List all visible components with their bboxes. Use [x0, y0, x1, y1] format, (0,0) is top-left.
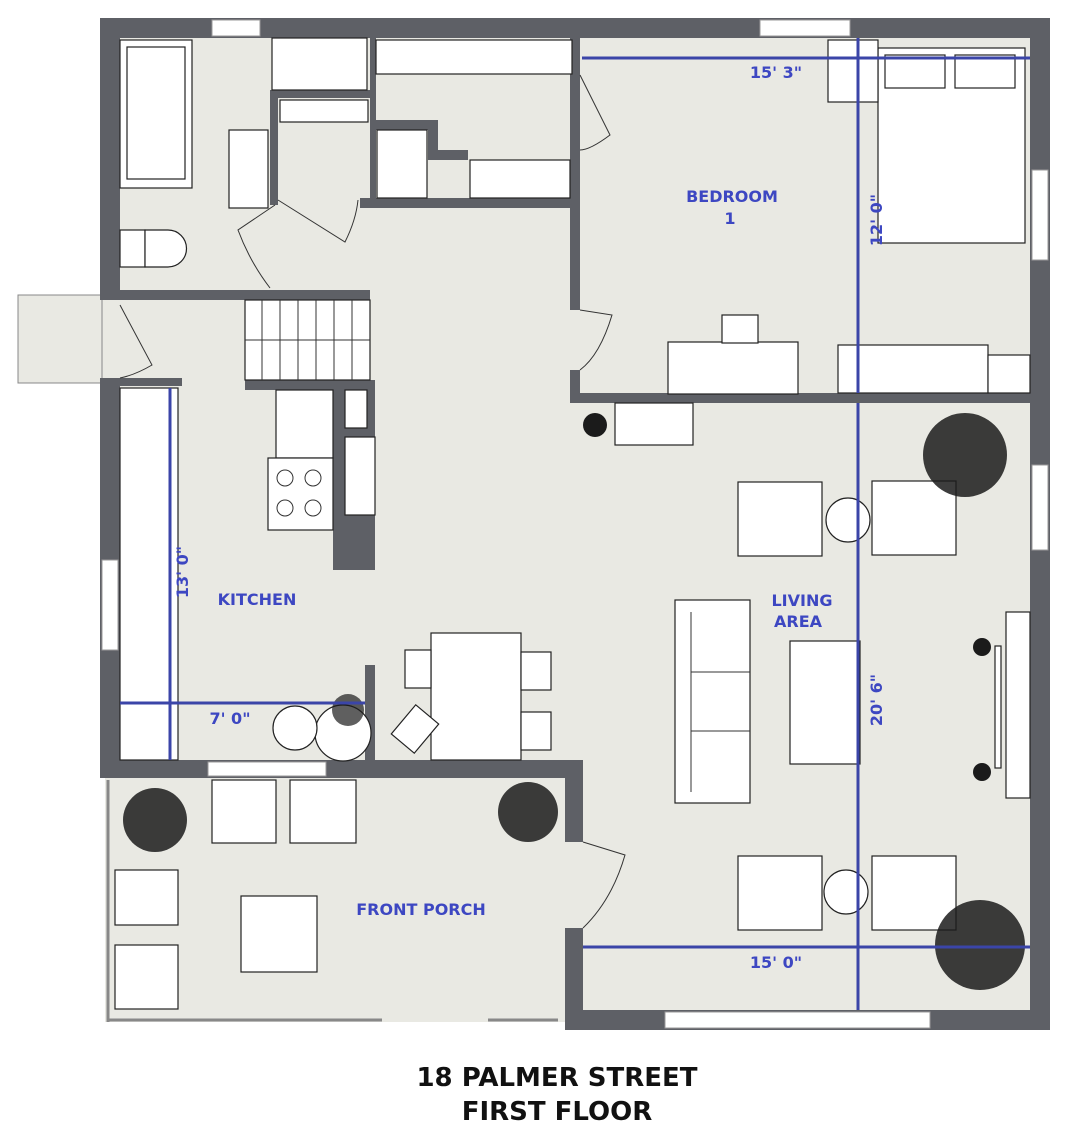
pillow	[884, 54, 946, 89]
dimension-lines	[120, 38, 1030, 1010]
dimension-kitchen-width: 7' 0"	[209, 709, 250, 728]
cabinet	[344, 436, 376, 516]
porch-chair	[114, 944, 179, 1010]
kitchen-label: KITCHEN	[218, 590, 297, 609]
dimension-kitchen-length: 13' 0"	[173, 546, 192, 598]
entry-step	[17, 294, 103, 384]
plan-subtitle: FIRST FLOOR	[462, 1097, 653, 1127]
fridge	[275, 389, 334, 459]
window	[207, 761, 327, 777]
stove	[267, 457, 334, 531]
armchair	[871, 855, 957, 931]
plants	[123, 413, 1025, 990]
bedroom-number: 1	[724, 209, 735, 228]
cabinet	[987, 354, 1031, 394]
stove-burners	[276, 469, 322, 517]
armchair	[737, 481, 823, 557]
sofa	[674, 599, 751, 804]
desk	[667, 341, 799, 395]
window	[211, 19, 261, 37]
closet-shelf	[376, 129, 428, 199]
dining-chair	[390, 703, 440, 755]
porch-table	[240, 895, 318, 973]
armchair	[871, 480, 957, 556]
porch-chair	[289, 779, 357, 844]
coffee-table	[789, 640, 861, 765]
plant-icon	[583, 413, 607, 437]
staircase	[244, 299, 371, 381]
side-table	[614, 402, 694, 446]
closet-rack	[469, 159, 571, 199]
dimension-bedroom-depth: 12' 0"	[867, 194, 886, 246]
dimension-bedroom-width: 15' 3"	[750, 63, 802, 82]
living-label: LIVING	[771, 591, 832, 610]
closet-rack	[375, 39, 573, 75]
dining-table	[430, 632, 522, 761]
porch-chair	[211, 779, 277, 844]
succulent-plant	[272, 705, 318, 751]
window	[1031, 464, 1049, 551]
toilet-tank	[119, 229, 146, 268]
plant-icon	[935, 900, 1025, 990]
round-side-table	[825, 497, 871, 543]
window	[101, 559, 119, 651]
porch-label: FRONT PORCH	[356, 900, 486, 919]
pillow	[954, 54, 1016, 89]
window	[1031, 169, 1049, 261]
hearth	[994, 645, 1002, 769]
porch-chair	[114, 869, 179, 926]
living-label-2: AREA	[774, 612, 823, 631]
bathtub-basin	[126, 46, 186, 180]
dresser	[837, 344, 989, 394]
sink	[228, 129, 269, 209]
fireplace	[1005, 611, 1031, 799]
dimension-living-length: 20' 6"	[867, 674, 886, 726]
nightstand	[827, 39, 879, 103]
desk-chair	[721, 314, 759, 344]
armchair	[737, 855, 823, 931]
dining-chair	[404, 649, 432, 689]
closet-shelf	[271, 37, 368, 91]
plant-icon	[332, 694, 364, 726]
plan-title: 18 PALMER STREET	[416, 1063, 697, 1093]
kitchen-counter	[119, 387, 179, 761]
dining-chair	[520, 651, 552, 691]
cabinet	[344, 389, 368, 429]
plant-icon	[973, 763, 991, 781]
window	[759, 19, 851, 37]
plant-icon	[973, 638, 991, 656]
plant-icon	[123, 788, 187, 852]
dining-chair	[520, 711, 552, 751]
toilet	[144, 229, 188, 268]
dimension-living-width: 15' 0"	[750, 953, 802, 972]
closet-rack	[279, 99, 369, 123]
plant-icon	[923, 413, 1007, 497]
doors	[119, 74, 626, 929]
bedroom-label: BEDROOM	[686, 187, 778, 206]
window	[664, 1011, 931, 1029]
round-side-table	[823, 869, 869, 915]
plant-icon	[498, 782, 558, 842]
